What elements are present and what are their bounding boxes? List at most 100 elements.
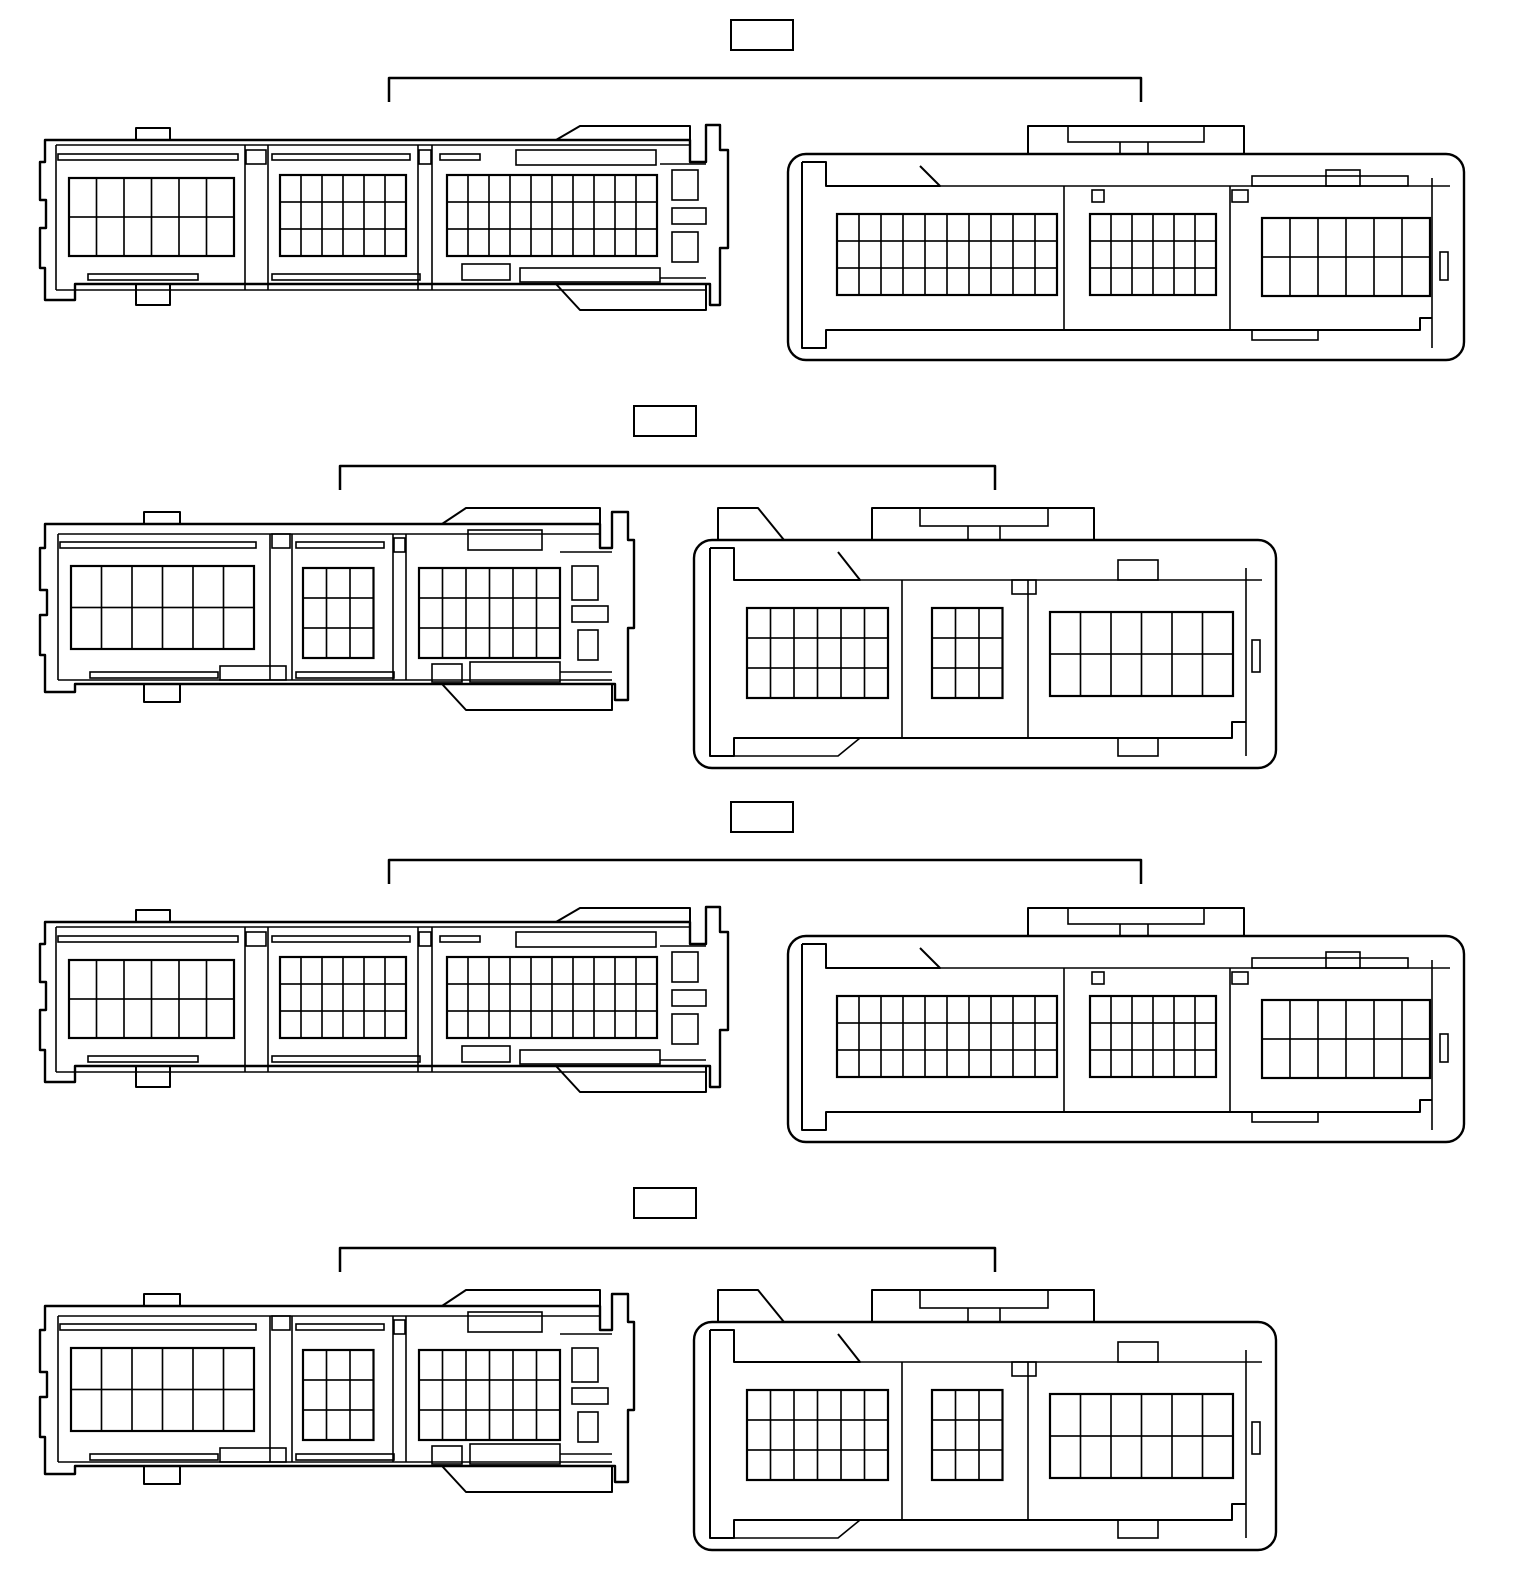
connector-block-kv1 [38, 1187, 1278, 1552]
pin-cell [300, 1010, 323, 1039]
pin-cell [946, 213, 970, 242]
pin-cell [1345, 256, 1375, 297]
pin-cell [551, 174, 574, 203]
bottom-hood [555, 283, 707, 311]
side-slot [577, 1411, 599, 1443]
pin-cell [509, 1010, 532, 1039]
pin-cell [1110, 213, 1133, 242]
key-slot [431, 1445, 463, 1465]
pin-cell [70, 565, 103, 609]
pin-cell [946, 1049, 970, 1078]
pin-cell [572, 983, 595, 1012]
pin-cell [530, 201, 553, 230]
side-slot [571, 605, 609, 623]
pin-cell [836, 240, 860, 269]
pin-cell [793, 1389, 819, 1421]
pin-group-middle [930, 606, 1004, 700]
pin-cell [325, 1409, 351, 1441]
pin-cell [446, 956, 469, 985]
pin-cell [1034, 267, 1058, 296]
left-view-housing [38, 1289, 636, 1493]
pin-cell [509, 201, 532, 230]
bottom-latch [143, 1466, 181, 1485]
pin-cell [990, 213, 1014, 242]
left-hood [717, 507, 785, 541]
pin-group-left [835, 994, 1059, 1079]
pin-cell [1034, 213, 1058, 242]
pin-cell [551, 983, 574, 1012]
pin-cell [1401, 217, 1431, 258]
pin-cell [205, 216, 235, 257]
pin-cell [1049, 1393, 1082, 1437]
pin-cell [978, 1449, 1004, 1481]
pin-cell [968, 995, 992, 1024]
pin-cell [1173, 1049, 1196, 1078]
pin-cell [530, 1010, 553, 1039]
pin-cell [816, 1449, 842, 1481]
rib [87, 1055, 199, 1063]
pin-cell [441, 567, 467, 599]
pin-cell [384, 1010, 407, 1039]
rib [1251, 175, 1409, 187]
pin-cell [70, 1347, 103, 1391]
pin-cell [572, 1010, 595, 1039]
pin-cell [978, 667, 1004, 699]
pin-cell [931, 667, 957, 699]
side-slot [571, 565, 599, 601]
pin-cell [968, 240, 992, 269]
pin-cell [1373, 999, 1403, 1040]
pin-cell [509, 228, 532, 257]
pin-cell [418, 567, 444, 599]
pin-cell [123, 998, 153, 1039]
side-slot [671, 1013, 699, 1045]
pin-cell [593, 1010, 616, 1039]
pin-cell [1194, 213, 1217, 242]
pin-cell [441, 1349, 467, 1381]
pin-cell [1373, 1038, 1403, 1079]
pin-cell [488, 956, 511, 985]
pin-cell [161, 565, 194, 609]
pin-cell [858, 213, 882, 242]
pin-cell [1012, 1022, 1036, 1051]
pin-cell [321, 983, 344, 1012]
pin-cell [530, 228, 553, 257]
pin-cell [1140, 1393, 1173, 1437]
rib [295, 1453, 395, 1461]
pin-cell [1289, 999, 1319, 1040]
key-slot [1231, 971, 1249, 985]
pin-cell [446, 174, 469, 203]
pin-cell [954, 1419, 980, 1451]
pin-cell [793, 667, 819, 699]
pin-cell [836, 267, 860, 296]
pin-cell [902, 213, 926, 242]
pin-cell [512, 597, 538, 629]
bottom-latch [135, 284, 171, 306]
top-latch [135, 127, 171, 140]
pin-cell [946, 240, 970, 269]
pin-cell [1131, 1049, 1154, 1078]
pin-cell [418, 1379, 444, 1411]
pin-cell [1201, 611, 1234, 655]
main-housing-outline [692, 1320, 1278, 1552]
rib [1251, 329, 1319, 341]
pin-cell [840, 637, 866, 669]
pin-cell [321, 956, 344, 985]
pin-cell [488, 201, 511, 230]
pin-cell [192, 565, 225, 609]
pin-cell [551, 201, 574, 230]
pin-cell [535, 1409, 561, 1441]
pin-cell [1194, 267, 1217, 296]
pin-cell [1131, 995, 1154, 1024]
pin-cell [990, 1049, 1014, 1078]
pin-cell [990, 995, 1014, 1024]
side-slot [671, 231, 699, 263]
pin-cell [488, 228, 511, 257]
rib [469, 661, 561, 683]
pin-cell [488, 597, 514, 629]
right-view-housing [786, 907, 1466, 1144]
pin-cell [488, 1379, 514, 1411]
pin-cell [123, 216, 153, 257]
pin-cell [535, 627, 561, 659]
pin-cell [635, 228, 658, 257]
pin-cell [363, 983, 386, 1012]
